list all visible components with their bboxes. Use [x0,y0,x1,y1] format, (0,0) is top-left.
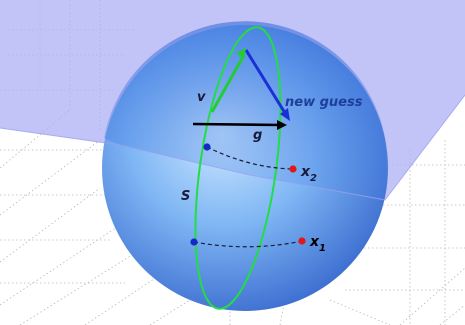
label-s: S [181,189,190,204]
label-x1: x1 [309,234,326,254]
sphere-plane-overlap [104,21,386,201]
point-x1 [298,237,306,245]
tangent-plane-edge [0,94,465,201]
label-new-guess: new guess [285,95,363,110]
point-blue-lower [190,238,198,246]
great-circle-s [194,26,282,310]
dashed-geodesic-x2 [206,146,294,170]
point-x2 [289,165,297,173]
label-v: v [197,90,206,105]
arrow-new-guess [244,49,290,121]
arrow-g [192,120,287,130]
arrow-v [210,48,246,113]
label-x2: x2 [300,164,317,184]
point-blue-upper [203,143,211,151]
label-g: g [253,128,262,143]
